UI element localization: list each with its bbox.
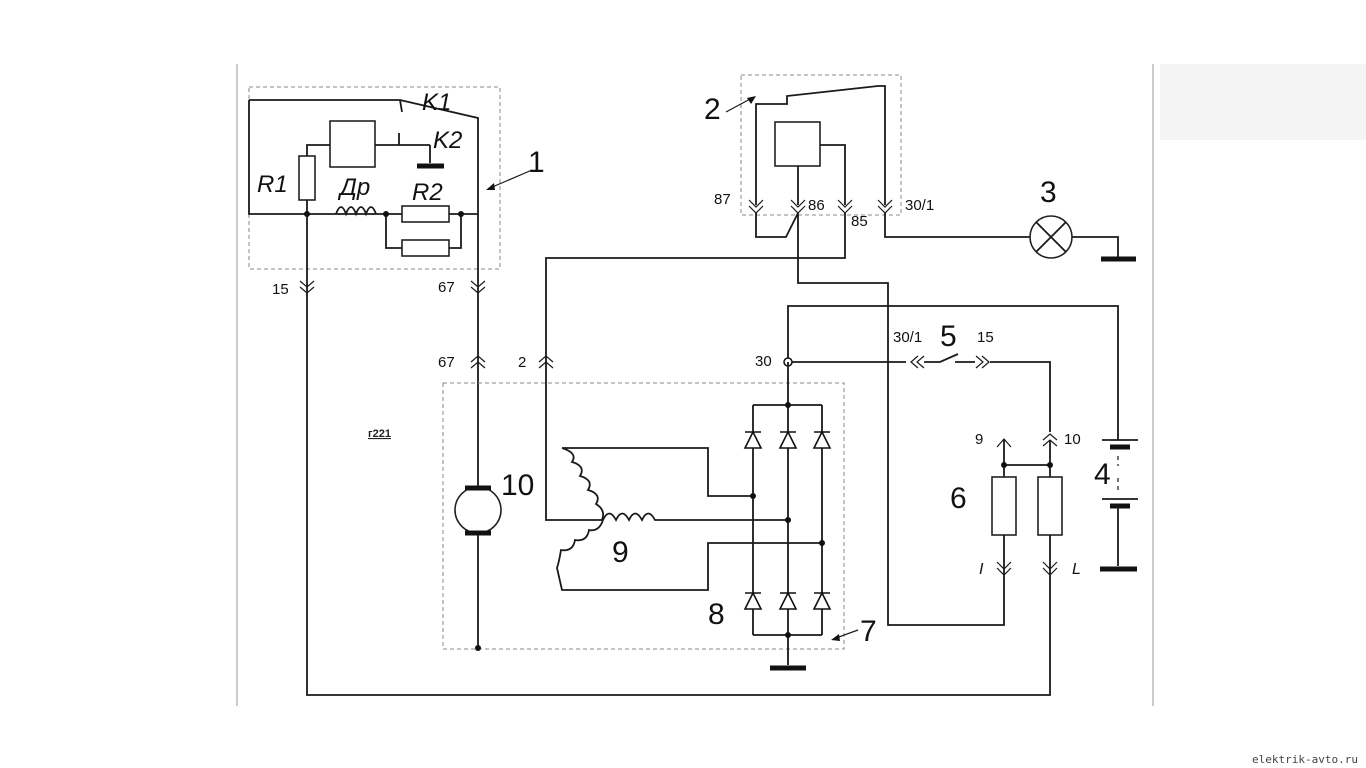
- relay-pin-87: 87: [714, 191, 731, 208]
- pointer-2: [725, 97, 753, 113]
- wire-86-to-fuse-i: [797, 213, 1005, 626]
- term-reg-15: 15: [272, 281, 289, 298]
- fuse-pin-9: 9: [975, 431, 983, 448]
- stator-coil-b: [602, 512, 788, 523]
- diode-lower-3: [812, 591, 832, 610]
- relay-contact: [755, 85, 886, 205]
- connector-67-gen: [470, 355, 486, 369]
- diode-lower-1: [743, 591, 763, 610]
- label-component-7: 7: [860, 615, 877, 648]
- fuse-arrow-9: [996, 438, 1012, 448]
- label-component-6: 6: [950, 482, 967, 515]
- fuse-pin-i: I: [979, 561, 984, 578]
- stator-windings: 9: [556, 447, 822, 591]
- switch-blade: [924, 353, 959, 363]
- label-component-2: 2: [704, 93, 721, 126]
- fuse-l: [1037, 476, 1063, 536]
- term-gen-2: 2: [518, 354, 526, 371]
- pointer-7: [835, 629, 859, 639]
- diode-upper-1: [743, 430, 763, 449]
- wire-15-to-fuse-l: [306, 214, 1051, 696]
- label-k2: K2: [433, 127, 462, 154]
- diode-lower-2: [778, 591, 798, 610]
- relay-pin-86: 86: [808, 197, 825, 214]
- resistor-r2-parallel: [401, 239, 450, 257]
- fuse-pin-10: 10: [1064, 431, 1081, 448]
- choke-coil: [335, 206, 377, 217]
- fuse-i: [991, 476, 1017, 536]
- wire-87-86-link: [755, 212, 799, 238]
- rotor: 10: [454, 469, 534, 651]
- generator: 2 30 7 10 9: [442, 353, 877, 671]
- rectifier-bridge: 8: [708, 362, 832, 671]
- label-component-3: 3: [1040, 176, 1057, 209]
- relay-coil-box: [329, 120, 376, 168]
- switch-pin-30-1: 30/1: [893, 329, 922, 346]
- lamp-relay: 87 86 85 30/1 2: [704, 74, 934, 230]
- pointer-1: [489, 169, 533, 189]
- connector-2: [538, 355, 554, 369]
- k1-contact-wire: [249, 99, 479, 214]
- ignition-switch: 30/1 15 5: [893, 320, 994, 369]
- connector-67-top: [470, 280, 486, 294]
- term-gen-67: 67: [438, 354, 455, 371]
- generator-dashed-border: [442, 382, 845, 650]
- resistor-r2: [401, 205, 450, 223]
- warning-lamp: 3: [1029, 176, 1136, 262]
- wire-85-to-stator: [545, 213, 846, 521]
- relay-pin-85: 85: [851, 213, 868, 230]
- rotor-circle: [454, 486, 502, 534]
- fuse-pin-l: L: [1072, 561, 1081, 578]
- watermark: elektrik-avto.ru: [1252, 753, 1358, 766]
- wire-30-to-battery: [787, 305, 1119, 440]
- relay-pin-30-1: 30/1: [905, 197, 934, 214]
- diode-upper-3: [812, 430, 832, 449]
- lamp-cross: [1035, 221, 1067, 253]
- label-component-4: 4: [1094, 458, 1111, 491]
- wire-30-1-to-lamp: [884, 213, 1030, 238]
- label-component-9: 9: [612, 536, 629, 569]
- switch-pin-15: 15: [977, 329, 994, 346]
- resistor-r1: [298, 155, 316, 201]
- fuse-connector-l: [1042, 561, 1058, 576]
- stator-coil-a: [561, 447, 605, 521]
- relay-coil: [774, 121, 821, 167]
- label-component-5: 5: [940, 320, 957, 353]
- label-k1: K1: [422, 89, 451, 116]
- label-component-8: 8: [708, 598, 725, 631]
- switch-connector-30-1: [910, 355, 925, 369]
- term-reg-67: 67: [438, 279, 455, 296]
- label-r2: R2: [412, 179, 443, 206]
- term-gen-30: 30: [755, 353, 772, 370]
- stator-coil-c: [556, 519, 822, 591]
- fuse-connector-i: [996, 561, 1012, 576]
- wire-switch-to-fuse: [990, 361, 1051, 432]
- diagram-paper: [237, 64, 1153, 706]
- diode-upper-2: [778, 430, 798, 449]
- label-component-10: 10: [501, 469, 534, 502]
- label-component-1: 1: [528, 146, 545, 179]
- reference-code: г221: [368, 428, 391, 440]
- connector-15: [299, 280, 315, 294]
- label-choke: Др: [337, 174, 370, 201]
- side-panel-shade: [1160, 64, 1366, 140]
- voltage-regulator: K1 K2 R1 Др R2 1: [248, 86, 545, 270]
- battery: 4: [1094, 439, 1138, 572]
- switch-connector-15: [975, 355, 990, 369]
- label-r1: R1: [257, 171, 288, 198]
- fuse-block: 9 10 I L 6: [950, 431, 1081, 580]
- relay-dashed-border: [740, 74, 902, 216]
